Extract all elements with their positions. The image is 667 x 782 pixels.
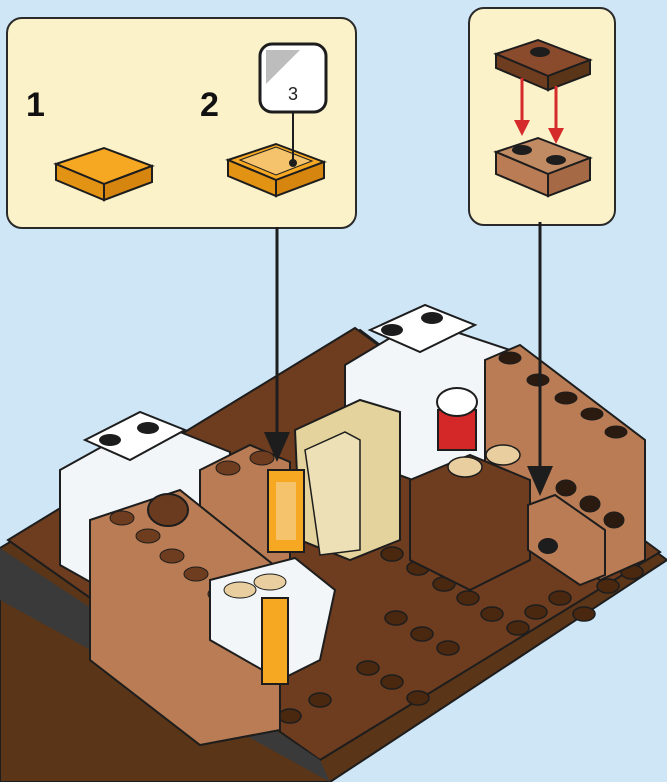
front-orange-tile	[262, 598, 288, 684]
sticker-page-number: 3	[260, 84, 326, 105]
step-number-1: 1	[26, 86, 45, 125]
red-arrows	[514, 78, 564, 144]
choco-decoration	[148, 494, 188, 526]
step-number-2: 2	[200, 86, 219, 125]
